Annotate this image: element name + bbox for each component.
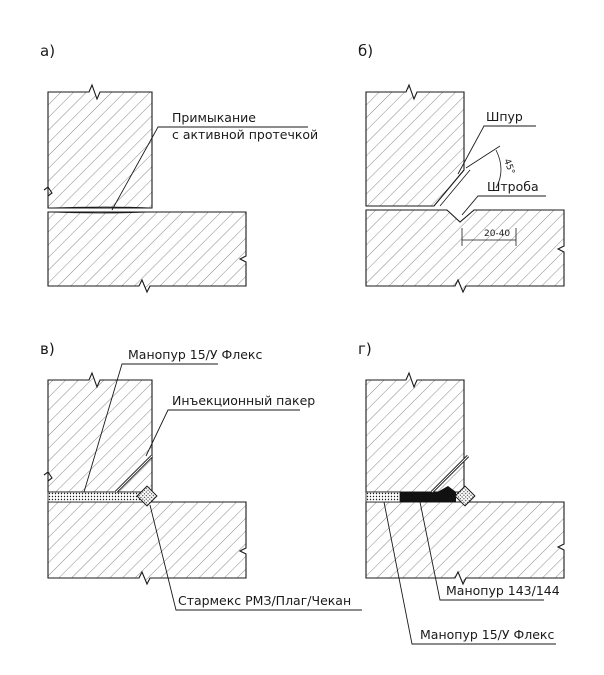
label-manopur15: Манопур 15/У Флекс: [128, 347, 262, 362]
wall-block: [43, 83, 153, 209]
angle-45: 45°: [501, 158, 516, 176]
resin-wedge: [420, 486, 456, 502]
foam-injection-joint: [365, 491, 401, 503]
panel-b-letter: б): [358, 42, 373, 60]
injection-packer-core: [431, 455, 469, 493]
dim-20-40: 20-40: [484, 229, 510, 239]
panel-a-letter: а): [40, 42, 55, 60]
resin-injection-joint: [400, 492, 456, 502]
angle-line: [465, 145, 501, 169]
panel-g-letter: г): [358, 340, 372, 358]
leader-manopur15: [383, 501, 556, 645]
panel-v: в) Манопур 15/У Флекс Инъекционный пакер…: [40, 340, 362, 611]
leader-line: [111, 126, 308, 211]
foam-injection-joint: [47, 491, 145, 503]
panel-v-letter: в): [40, 340, 55, 358]
plug-material: [454, 485, 476, 507]
angle-arc: [495, 149, 502, 189]
leader-manopur143: [419, 501, 544, 601]
label-manopur143: Манопур 143/144: [446, 583, 560, 598]
floor-slab: [365, 501, 565, 586]
panel-g: г) Манопур 143/144 Манопур 15/У Флекс: [358, 340, 565, 645]
panel-b: б) Шпур 45° Штроба 20-40: [358, 42, 565, 294]
floor-slab: [365, 209, 565, 294]
crack-line: [47, 206, 153, 209]
injection-packer-core: [115, 455, 153, 493]
leader-packer: [145, 409, 300, 457]
floor-slab: [47, 501, 247, 586]
leader-shtroba: [461, 195, 546, 216]
label-packer: Инъекционный пакер: [172, 393, 315, 408]
leader-starmex: [149, 504, 362, 611]
plug-material: [136, 485, 158, 507]
wall-block: [365, 83, 465, 207]
label-manopur15-g: Манопур 15/У Флекс: [420, 627, 554, 642]
label-starmex: Стармекс РМЗ/Плаг/Чекан: [178, 593, 351, 608]
panel-a: а) Примыкание с активной протечкой: [40, 42, 318, 294]
label-primykanie: Примыкание: [172, 110, 256, 125]
label-aktivnaya-protechka: с активной протечкой: [172, 127, 318, 142]
leader-manopur15: [83, 363, 218, 493]
label-shtroba: Штроба: [487, 179, 539, 194]
drill-hole-shpur: [433, 169, 465, 207]
floor-slab: [47, 211, 247, 294]
label-shpur: Шпур: [486, 109, 523, 124]
joint-line: [47, 211, 246, 214]
drill-hole-shpur-edge: [439, 169, 471, 207]
leader-shpur: [457, 125, 536, 175]
